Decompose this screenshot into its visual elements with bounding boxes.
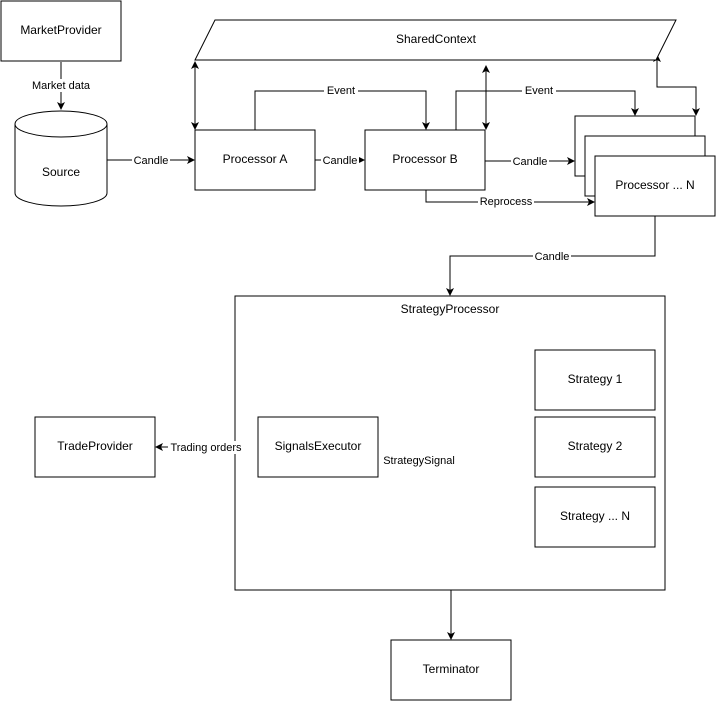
signals-executor-label: SignalsExecutor — [275, 439, 362, 453]
signals-executor-node — [257, 416, 379, 478]
strategy-processor-label: StrategyProcessor — [401, 302, 500, 316]
strategy-n-node — [534, 486, 656, 548]
source-label: Source — [42, 165, 80, 179]
strategy-2-node — [534, 416, 656, 478]
event-a-b-label: Event — [327, 85, 355, 97]
shared-context-node — [194, 19, 677, 61]
strategy-signal-label: StrategySignal — [383, 455, 455, 467]
processor-b-node — [364, 129, 486, 191]
candle-source-a-label: Candle — [134, 155, 169, 167]
strategy-2-label: Strategy 2 — [568, 439, 623, 453]
trade-provider-node — [34, 416, 156, 478]
candle-n-strategy-label: Candle — [535, 251, 570, 263]
shared-context-label: SharedContext — [396, 32, 477, 46]
processor-a-node — [194, 129, 316, 191]
market-data-label: Market data — [32, 80, 91, 92]
edge-reprocess — [425, 190, 595, 206]
strategy-n-label: Strategy ... N — [560, 509, 630, 523]
processor-a-label: Processor A — [223, 152, 288, 166]
trading-orders-label: Trading orders — [170, 442, 242, 454]
event-b-n-label: Event — [525, 85, 553, 97]
edge-labels: Market data Candle Candle Candle Event E… — [29, 79, 571, 467]
edge-context-n — [653, 54, 700, 116]
market-provider-label: MarketProvider — [20, 23, 101, 37]
trade-provider-label: TradeProvider — [57, 439, 133, 453]
terminator-node — [390, 639, 512, 701]
strategy-1-label: Strategy 1 — [568, 372, 623, 386]
terminator-label: Terminator — [423, 662, 480, 676]
processor-n-label: Processor ... N — [615, 178, 694, 192]
processor-b-label: Processor B — [392, 152, 457, 166]
strategy-1-node — [534, 349, 656, 411]
reprocess-label: Reprocess — [480, 196, 533, 208]
market-provider-node — [0, 0, 122, 62]
processor-n-node — [594, 155, 716, 217]
candle-a-b-label: Candle — [323, 155, 358, 167]
candle-b-n-label: Candle — [513, 156, 548, 168]
source-node — [14, 110, 108, 207]
